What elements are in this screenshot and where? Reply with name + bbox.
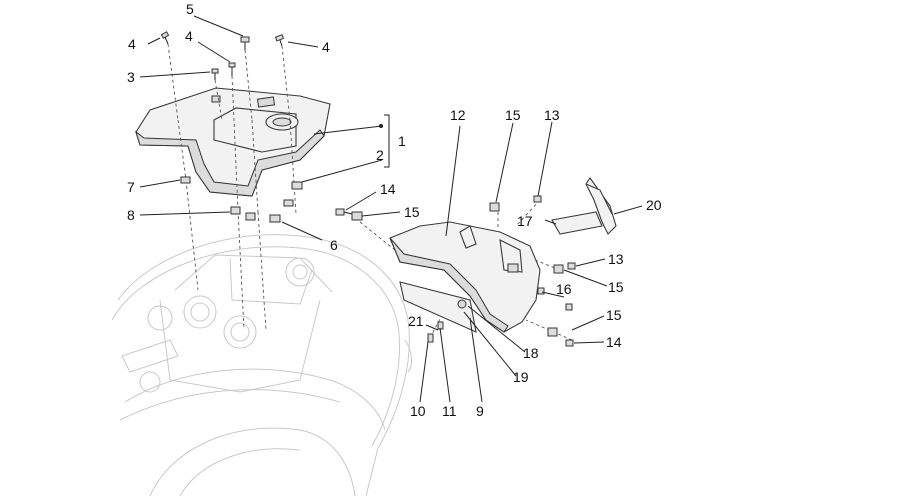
callout-15-left: 15 xyxy=(404,204,420,220)
callout-12: 12 xyxy=(450,107,466,123)
license-plate-holder xyxy=(389,221,541,333)
callout-13-right: 13 xyxy=(608,251,624,267)
callout-15-top: 15 xyxy=(505,107,521,123)
callout-leaders xyxy=(139,15,643,403)
callout-14-top: 14 xyxy=(380,181,396,197)
callout-4-right: 4 xyxy=(322,39,330,55)
callout-17: 17 xyxy=(517,213,533,229)
callout-3: 3 xyxy=(127,69,135,85)
reflector-bracket xyxy=(551,177,617,235)
callout-7: 7 xyxy=(127,179,135,195)
callout-10: 10 xyxy=(410,403,426,419)
callout-8: 8 xyxy=(127,207,135,223)
callout-2: 2 xyxy=(376,147,384,163)
callout-11: 11 xyxy=(442,403,457,419)
callout-13-top: 13 xyxy=(544,107,560,123)
callout-4-middle: 4 xyxy=(185,28,193,44)
assembly-lines xyxy=(167,43,573,341)
callout-15-right: 15 xyxy=(608,279,624,295)
callout-14-bottom: 14 xyxy=(606,334,622,350)
right-fasteners xyxy=(335,195,576,347)
rear-rack-carrier xyxy=(135,87,331,197)
callout-6: 6 xyxy=(330,237,338,253)
callout-4-left: 4 xyxy=(128,36,136,52)
callout-labels: 1 2 3 4 4 4 5 6 7 8 9 10 11 12 13 13 14 … xyxy=(127,1,662,419)
top-fasteners xyxy=(160,31,285,80)
clips-and-nuts xyxy=(180,176,303,223)
callout-5: 5 xyxy=(186,1,194,17)
callout-9: 9 xyxy=(476,403,484,419)
callout-1: 1 xyxy=(398,133,406,149)
callout-21: 21 xyxy=(408,313,424,329)
callout-16: 16 xyxy=(556,281,572,297)
callout-19: 19 xyxy=(513,369,529,385)
callout-15-bottom: 15 xyxy=(606,307,622,323)
callout-20: 20 xyxy=(646,197,662,213)
scooter-body-outline xyxy=(111,234,413,496)
callout-18: 18 xyxy=(523,345,539,361)
